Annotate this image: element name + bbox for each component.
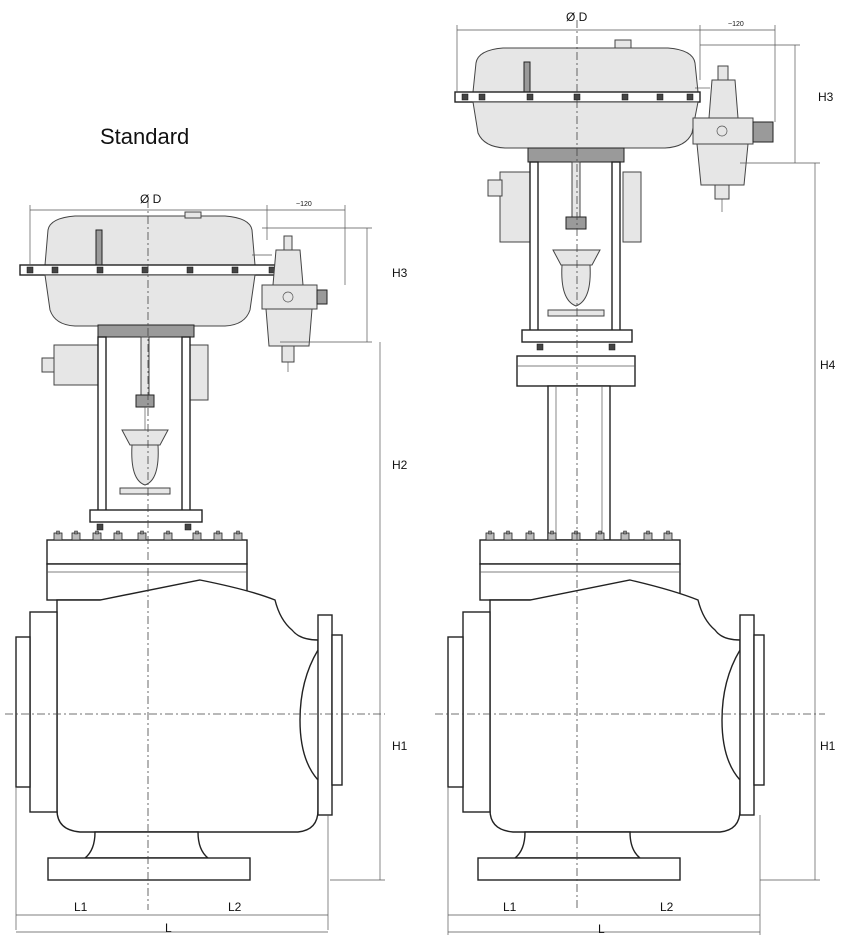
dimensions-standard: Ø D ~120 H3 H2 H1 L1 L2 L xyxy=(15,192,408,935)
valve-body-standard xyxy=(15,530,343,881)
dim-top-standard: ~120 xyxy=(296,201,312,208)
filter-regulator-extended xyxy=(692,65,774,212)
dim-h1-standard: H1 xyxy=(392,739,408,753)
dim-h3-standard: H3 xyxy=(392,266,408,280)
dim-h3-extended: H3 xyxy=(818,90,834,104)
dim-l1-extended: L1 xyxy=(503,900,517,914)
dim-h4-extended: H4 xyxy=(820,358,836,372)
valve-drawing-standard: Standard xyxy=(5,124,408,935)
dim-d-extended: Ø D xyxy=(566,10,588,24)
yoke-extended xyxy=(487,147,642,351)
valve-drawing-extended: Ø D ~120 H3 H4 H1 L1 L2 L xyxy=(435,10,836,936)
yoke-standard xyxy=(41,324,209,531)
dim-l2-extended: L2 xyxy=(660,900,674,914)
standard-title: Standard xyxy=(100,124,189,149)
extension-bonnet xyxy=(516,355,636,541)
dim-l1-standard: L1 xyxy=(74,900,88,914)
dim-l2-standard: L2 xyxy=(228,900,242,914)
valve-body-extended xyxy=(447,530,765,881)
dim-h2-standard: H2 xyxy=(392,458,408,472)
dim-l-standard: L xyxy=(165,921,172,935)
filter-regulator-standard xyxy=(252,235,328,372)
dim-h1-extended: H1 xyxy=(820,739,836,753)
actuator-standard xyxy=(19,211,283,327)
dim-top-extended: ~120 xyxy=(728,21,744,28)
dimensions-extended: Ø D ~120 H3 H4 H1 L1 L2 L xyxy=(447,10,836,936)
dim-l-extended: L xyxy=(598,922,605,936)
actuator-extended xyxy=(454,39,701,149)
dim-d-standard: Ø D xyxy=(140,192,162,206)
